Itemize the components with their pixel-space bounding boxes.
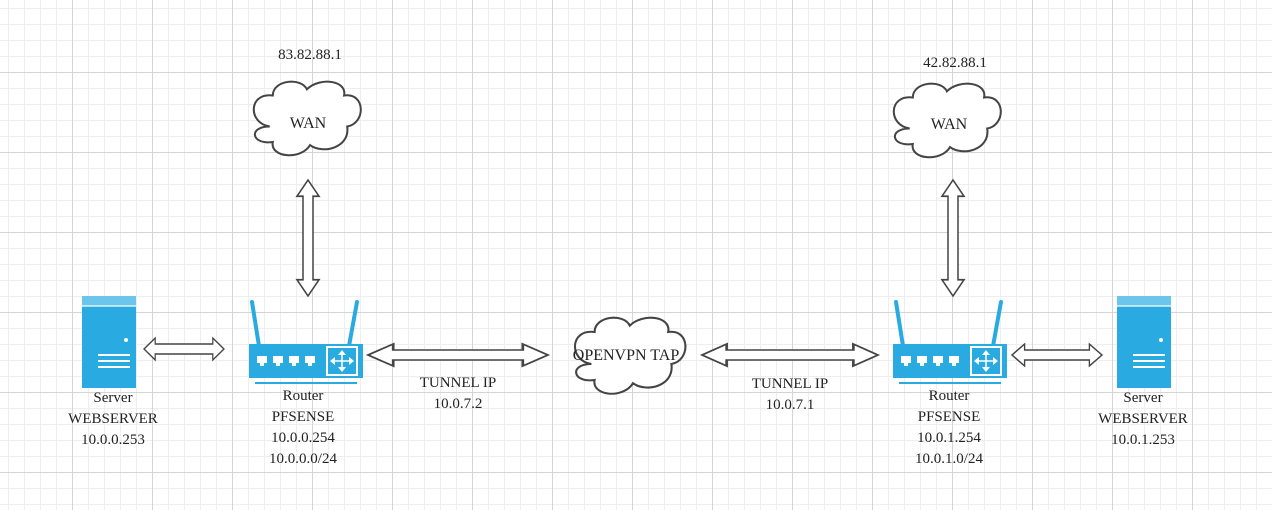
router-ip-left: 10.0.0.254 [271, 430, 335, 446]
server-icon-left [81, 295, 137, 389]
tunnel-label-left: TUNNEL IP 10.0.7.2 [420, 373, 497, 415]
wan-label-right: WAN [930, 116, 968, 133]
server-router-arrow-left [143, 337, 225, 361]
server-label-right: Server WEBSERVER 10.0.1.253 [1098, 388, 1188, 451]
wan-link-arrow-left [296, 179, 320, 297]
router-icon-right [891, 300, 1009, 386]
router-subnet-right: 10.0.1.0/24 [915, 451, 983, 467]
server-name-right: WEBSERVER [1098, 411, 1188, 427]
tunnel-label-right: TUNNEL IP 10.0.7.1 [752, 374, 829, 416]
tunnel-ip-left: 10.0.7.2 [433, 396, 483, 412]
router-type-right: Router [928, 388, 970, 404]
router-type-left: Router [282, 388, 324, 404]
server-ip-left: 10.0.0.253 [81, 432, 145, 448]
tunnel-arrow-right [700, 342, 880, 368]
router-subnet-left: 10.0.0.0/24 [269, 451, 337, 467]
server-ip-right: 10.0.1.253 [1111, 432, 1175, 448]
openvpn-label: OPENVPN TAP [572, 347, 680, 364]
tunnel-arrow-left [366, 342, 550, 368]
server-label-left: Server WEBSERVER 10.0.0.253 [68, 388, 158, 451]
wan-link-arrow-right [941, 179, 965, 297]
tunnel-ip-right: 10.0.7.1 [765, 397, 815, 413]
tunnel-title-left: TUNNEL IP [419, 375, 497, 391]
router-ip-right: 10.0.1.254 [917, 430, 981, 446]
server-type-right: Server [1123, 390, 1163, 406]
server-router-arrow-right [1011, 343, 1103, 367]
router-label-left: Router PFSENSE 10.0.0.254 10.0.0.0/24 [269, 386, 337, 470]
router-name-left: PFSENSE [271, 409, 335, 425]
server-icon-right [1116, 295, 1172, 389]
router-name-right: PFSENSE [917, 409, 981, 425]
router-label-right: Router PFSENSE 10.0.1.254 10.0.1.0/24 [915, 386, 983, 470]
wan-ip-right: 42.82.88.1 [923, 55, 987, 71]
wan-ip-left: 83.82.88.1 [278, 47, 342, 63]
router-icon-left [247, 300, 365, 386]
server-type-left: Server [93, 390, 133, 406]
tunnel-title-right: TUNNEL IP [751, 376, 829, 392]
wan-label-left: WAN [289, 115, 327, 132]
server-name-left: WEBSERVER [68, 411, 158, 427]
